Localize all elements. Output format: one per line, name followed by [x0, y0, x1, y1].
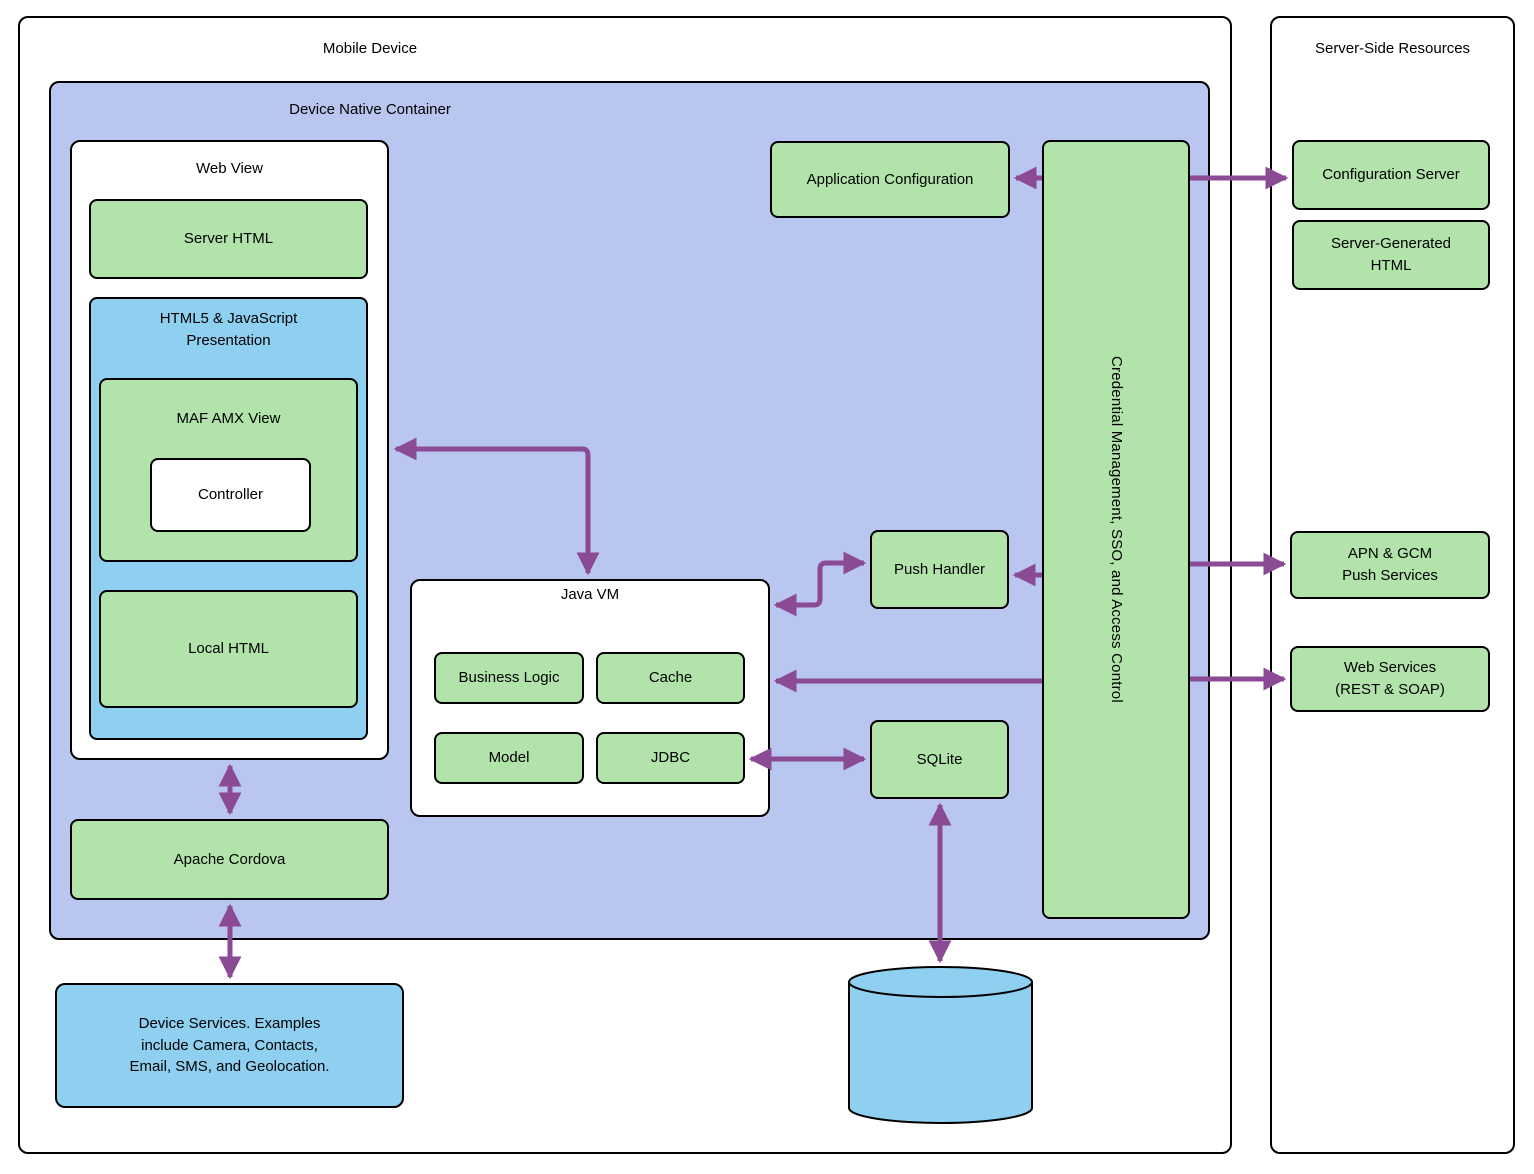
server-side-resources-title: Server-Side Resources — [1314, 40, 1471, 57]
sqlite-label: SQLite — [916, 750, 963, 768]
server-generated-html-label: Server-Generated HTML — [1330, 235, 1452, 274]
java-vm-title: Java VM — [560, 586, 620, 603]
cache-node: Cache — [596, 652, 745, 704]
application-configuration-node: Application Configuration — [770, 141, 1010, 218]
web-services-label: Web Services (REST & SOAP) — [1335, 659, 1445, 698]
jdbc-label: JDBC — [650, 749, 691, 767]
business-logic-node: Business Logic — [434, 652, 584, 704]
server-generated-html-node: Server-Generated HTML — [1292, 220, 1490, 290]
business-logic-label: Business Logic — [458, 669, 560, 687]
maf-amx-view-title: MAF AMX View — [176, 410, 281, 427]
web-services-node: Web Services (REST & SOAP) — [1290, 646, 1490, 712]
cache-label: Cache — [648, 669, 693, 687]
mobile-device-title: Mobile Device — [322, 40, 418, 57]
apn-gcm-push-services-label: APN & GCM Push Services — [1342, 545, 1438, 584]
server-html-label: Server HTML — [183, 230, 274, 248]
local-html-label: Local HTML — [188, 640, 269, 658]
configuration-server-label: Configuration Server — [1322, 166, 1460, 184]
configuration-server-node: Configuration Server — [1292, 140, 1490, 210]
device-services-label: Device Services. Examples include Camera… — [129, 1014, 330, 1076]
html5-presentation-title: HTML5 & JavaScript Presentation — [159, 310, 298, 349]
sqlite-node: SQLite — [870, 720, 1009, 799]
credential-management-node: Credential Management, SSO, and Access C… — [1042, 140, 1190, 919]
local-html-node: Local HTML — [99, 590, 358, 708]
web-view-title: Web View — [196, 160, 263, 177]
model-node: Model — [434, 732, 584, 784]
encrypted-sqlite-database-label: Encrypted SQLite Database — [881, 1042, 1000, 1081]
server-html-node: Server HTML — [89, 199, 368, 279]
controller-node: Controller — [150, 458, 311, 532]
push-handler-label: Push Handler — [894, 560, 985, 578]
device-services-node: Device Services. Examples include Camera… — [55, 983, 404, 1108]
apache-cordova-node: Apache Cordova — [70, 819, 389, 900]
controller-label: Controller — [197, 486, 264, 504]
credential-management-label: Credential Management, SSO, and Access C… — [1107, 356, 1125, 703]
apn-gcm-push-services-node: APN & GCM Push Services — [1290, 531, 1490, 599]
device-native-container-title: Device Native Container — [289, 101, 451, 118]
apache-cordova-label: Apache Cordova — [173, 850, 286, 868]
application-configuration-label: Application Configuration — [806, 170, 974, 188]
jdbc-node: JDBC — [596, 732, 745, 784]
model-label: Model — [488, 749, 530, 767]
push-handler-node: Push Handler — [870, 530, 1009, 609]
